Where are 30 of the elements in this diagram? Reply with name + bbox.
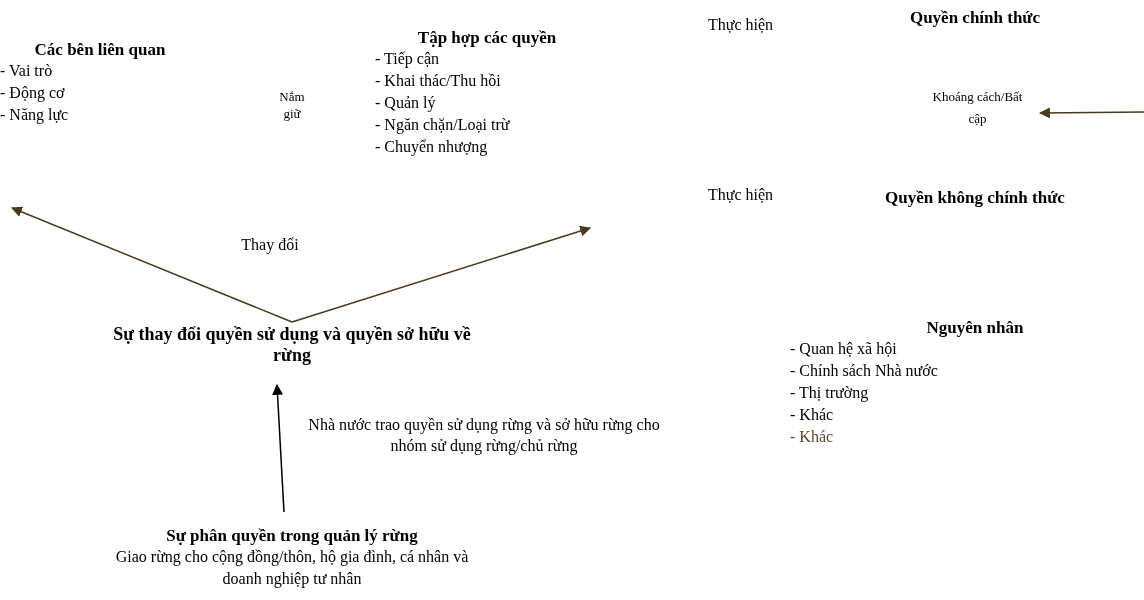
- list-item: - Năng lực: [0, 105, 69, 126]
- arrow: [272, 383, 285, 513]
- arrow: [11, 206, 293, 323]
- list-item: - Vai trò: [0, 61, 53, 81]
- heading: Các bên liên quan: [33, 40, 167, 60]
- heading: Quyền chính thức: [909, 8, 1041, 28]
- annotation-text: Thay đổi: [240, 236, 300, 254]
- heading: Nguyên nhân: [925, 318, 1025, 338]
- arrow: [291, 225, 592, 323]
- annotation-text: Thực hiện: [706, 186, 775, 204]
- list-item: - Thị trường: [790, 383, 869, 404]
- list-item: - Chuyển nhượng: [375, 137, 488, 158]
- annotation-text: Nắm giữ: [278, 88, 306, 122]
- list-item: - Khai thác/Thu hồi: [375, 71, 501, 91]
- list-item: - Khác: [790, 405, 834, 425]
- list-item: - Chính sách Nhà nước: [790, 361, 938, 381]
- list-item: - Khác: [790, 427, 834, 447]
- list-item: - Ngăn chặn/Loại trừ: [375, 115, 510, 136]
- list-item: - Động cơ: [0, 83, 65, 104]
- gap-text: Khoáng cách/Bất cập: [931, 88, 1024, 128]
- annotation-text: Thực hiện: [706, 16, 775, 34]
- list-item: - Tiếp cận: [375, 49, 439, 70]
- description-text: Giao rừng cho cộng đồng/thôn, hộ gia đình, cá nhân và doanh nghiệp tư nhân: [114, 547, 470, 590]
- heading: Quyền không chính thức: [885, 188, 1065, 208]
- arrow: [1038, 107, 1144, 119]
- list-item: - Quan hệ xã hội: [790, 339, 897, 359]
- list-item: - Quản lý: [375, 93, 436, 114]
- heading: Tập hợp các quyền: [416, 28, 558, 48]
- heading: Sự thay đổi quyền sử dụng và quyền sở hữu về rừng: [112, 324, 472, 366]
- heading: Sự phân quyền trong quản lý rừng: [166, 526, 418, 546]
